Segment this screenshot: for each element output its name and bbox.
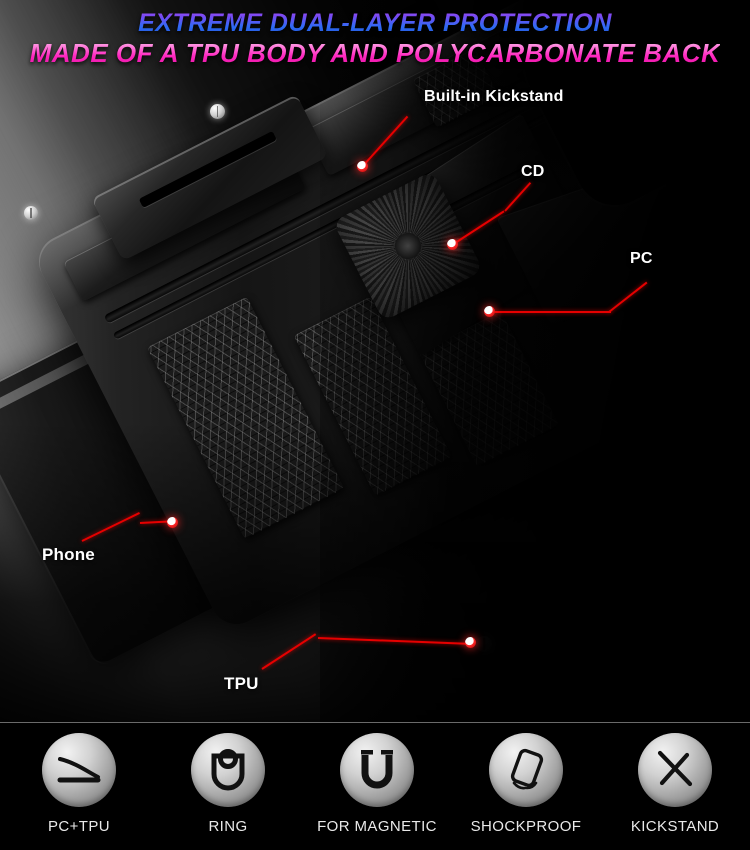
feature-label: KICKSTAND	[630, 818, 720, 835]
feature-item-shockproof[interactable]: SHOCKPROOF	[451, 733, 601, 835]
callout-label-tpu: TPU	[224, 674, 259, 693]
callout-dot-tpu	[465, 637, 476, 648]
feature-label: PC+TPU	[48, 818, 110, 835]
screw-highlight	[210, 104, 225, 119]
feature-label: RING	[208, 818, 248, 835]
callout-label-cd: CD	[521, 163, 545, 180]
callout-label-phone: Phone	[42, 545, 95, 564]
callout-leader-pc-a	[489, 311, 611, 313]
callout-dot-phone	[167, 517, 178, 528]
ring-holder-icon	[191, 733, 265, 807]
feature-label: SHOCKPROOF	[470, 818, 582, 835]
feature-label: FOR MAGNETIC	[317, 818, 437, 835]
feature-item-ring[interactable]: RING	[153, 733, 303, 835]
kickstand-icon	[638, 733, 712, 807]
callout-dot-kickstand	[357, 161, 368, 172]
feature-item-kickstand[interactable]: KICKSTAND	[600, 733, 750, 835]
callout-dot-cd	[447, 239, 458, 250]
pc-tpu-layers-icon	[42, 733, 116, 807]
callout-label-kickstand: Built-in Kickstand	[424, 88, 564, 105]
magnet-icon	[340, 733, 414, 807]
feature-icon-bar: PC+TPU RING FOR MAGNETIC	[0, 722, 750, 850]
drop-phone-icon	[489, 733, 563, 807]
stage-bottom-vignette	[0, 422, 750, 722]
headline-block: EXTREME DUAL-LAYER PROTECTION MADE OF A …	[0, 8, 750, 69]
headline-line-1: EXTREME DUAL-LAYER PROTECTION	[138, 9, 612, 37]
stage-corner-vignette	[230, 0, 750, 230]
headline-line-2: MADE OF A TPU BODY AND POLYCARBONATE BAC…	[29, 38, 721, 68]
feature-item-pc-tpu[interactable]: PC+TPU	[4, 733, 154, 835]
screw-highlight	[24, 206, 38, 220]
feature-item-magnetic[interactable]: FOR MAGNETIC	[302, 733, 452, 835]
product-hero-stage: Built-in Kickstand CD PC Phone TPU	[0, 0, 750, 722]
callout-label-pc: PC	[630, 250, 653, 267]
callout-dot-pc	[484, 306, 495, 317]
